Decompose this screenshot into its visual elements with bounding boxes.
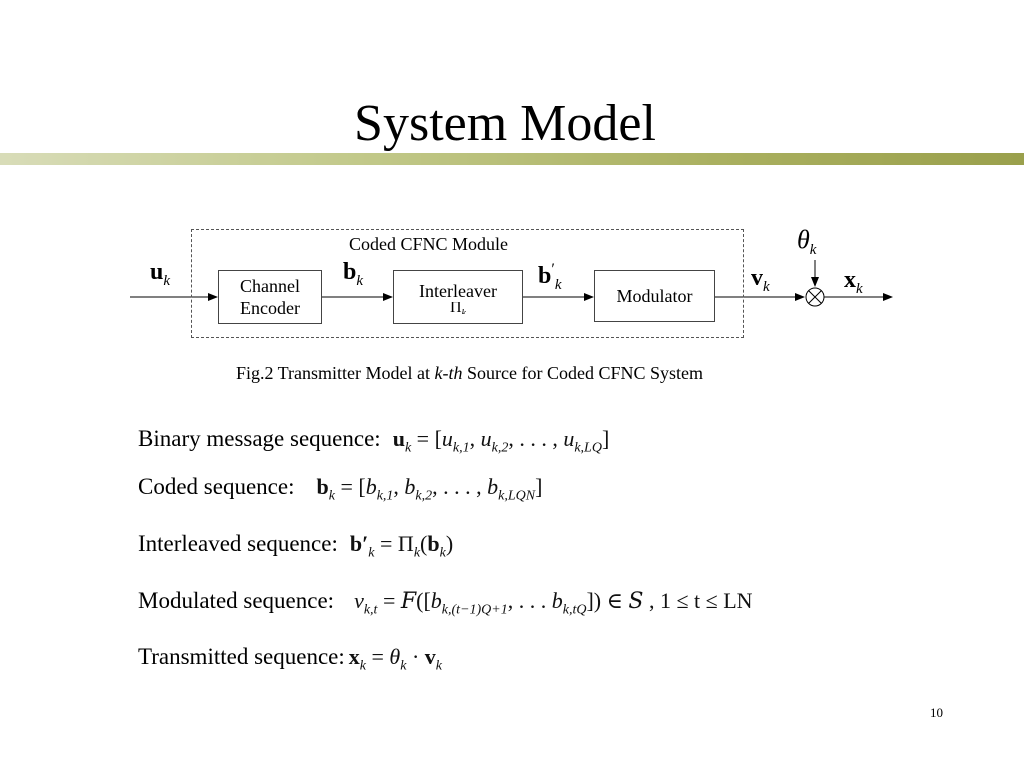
signal-phase-label: θk — [797, 225, 817, 258]
signal-encoded-label: bk — [343, 259, 364, 289]
modulator-block: Modulator — [594, 270, 715, 322]
equation-label: Transmitted sequence: — [138, 644, 345, 669]
modulator-label: Modulator — [616, 286, 693, 306]
encoder-label-line1: Channel — [240, 276, 300, 296]
equation-label: Binary message sequence: — [138, 426, 381, 451]
equation-label: Interleaved sequence: — [138, 531, 338, 556]
page-number: 10 — [930, 705, 943, 720]
signal-output-label: xk — [844, 267, 863, 297]
equation-transmitted: xk = θk · vk — [348, 644, 442, 674]
equation-row-modulated: Modulated sequence: vk,t = F([bk,(t−1)Q+… — [138, 585, 753, 619]
interleaver-label: Interleaver — [419, 281, 497, 301]
equation-row-transmitted: Transmitted sequence: xk = θk · vk — [138, 641, 442, 675]
figure-caption: Fig.2 Transmitter Model at k-th Source f… — [236, 363, 703, 383]
equation-modulated: vk,t = F([bk,(t−1)Q+1, . . . bk,tQ]) ∈ S… — [354, 588, 753, 618]
equation-row-interleaved: Interleaved sequence: b′k = Πk(bk) — [138, 528, 453, 562]
equation-label: Coded sequence: — [138, 474, 295, 499]
equation-row-coded: Coded sequence: bk = [bk,1, bk,2, . . . … — [138, 471, 542, 505]
slide-title: System Model — [354, 95, 656, 152]
equation-interleaved: b′k = Πk(bk) — [349, 531, 454, 561]
interleaver-symbol: Πk — [449, 302, 466, 314]
channel-encoder-block: Channel Encoder — [218, 270, 322, 324]
coded-cfnc-module-box — [191, 229, 744, 338]
equation-coded: bk = [bk,1, bk,2, . . . , bk,LQN] — [316, 474, 543, 504]
signal-input-label: uk — [150, 259, 171, 289]
module-label: Coded CFNC Module — [349, 234, 509, 254]
equation-label: Modulated sequence: — [138, 588, 335, 613]
title-divider — [0, 153, 1024, 165]
interleaver-block: Interleaver Πk — [393, 270, 523, 324]
encoder-label-line2: Encoder — [240, 298, 300, 318]
equation-binary: uk = [uk,1, uk,2, . . . , uk,LQ] — [392, 426, 610, 456]
signal-interleaved-label: b′k — [538, 261, 562, 293]
multiplier-icon — [805, 287, 825, 307]
signal-modulated-label: vk — [751, 265, 770, 295]
signal-wires — [130, 260, 893, 307]
transmitter-diagram: Coded CFNC Module Channel Encoder Interl… — [130, 220, 900, 350]
equation-row-binary: Binary message sequence: uk = [uk,1, uk,… — [138, 423, 609, 457]
